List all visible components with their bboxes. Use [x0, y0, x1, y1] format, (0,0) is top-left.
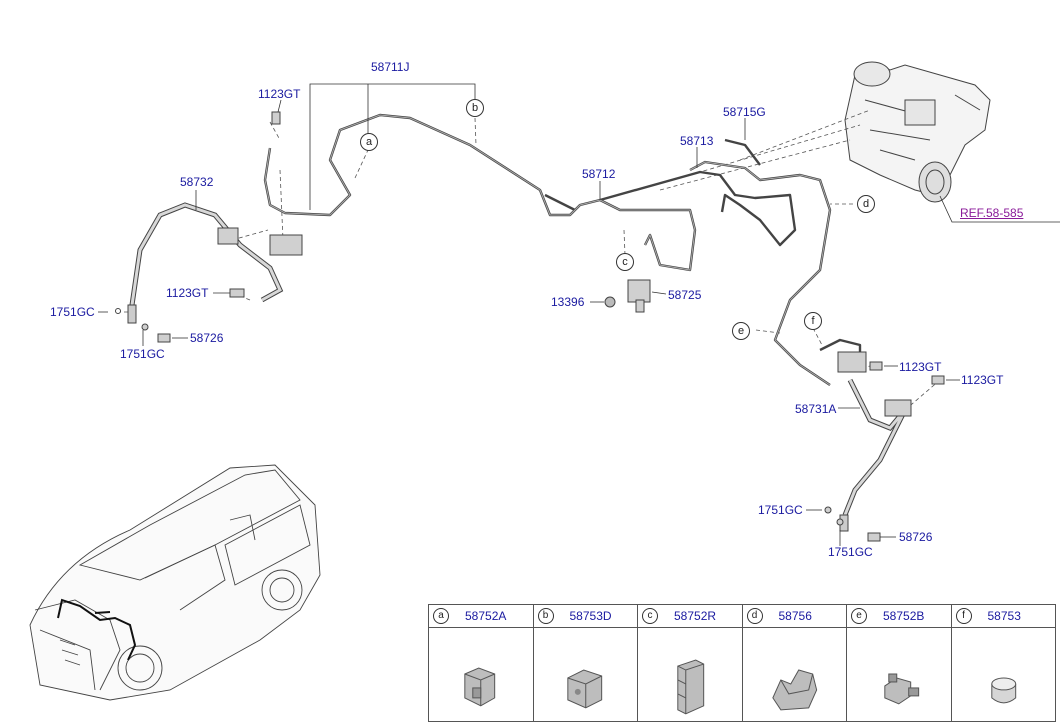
clip-58753-icon — [990, 677, 1016, 704]
clip-tag-d: d — [857, 195, 875, 213]
clip-legend-table: a 58752A b 58753D c 58752R d 58756 e 58752B — [428, 604, 1056, 722]
clip-58752B-icon — [884, 673, 920, 705]
callout-58732: 58732 — [180, 175, 214, 189]
callout-58713: 58713 — [680, 134, 714, 148]
reference-link-58-585[interactable]: REF.58-585 — [960, 206, 1024, 220]
legend-cell-c: c 58752R — [638, 605, 743, 721]
callout-1123GT-right-2: 1123GT — [961, 373, 1004, 387]
callout-leaders — [98, 83, 1060, 546]
legend-part-e: 58752B — [883, 609, 925, 623]
clip-tag-e: e — [732, 322, 750, 340]
clip-tag-c: c — [616, 253, 634, 271]
vehicle-location-illustration — [29, 464, 321, 701]
right-brake-hose — [837, 351, 912, 532]
callout-13396: 13396 — [551, 295, 585, 309]
legend-tag-d: d — [746, 608, 763, 624]
legend-tag-a: a — [433, 608, 449, 624]
callout-1123GT-right-1: 1123GT — [899, 360, 942, 374]
legend-part-c: 58752R — [674, 609, 717, 623]
callout-58725: 58725 — [668, 288, 702, 302]
clip-58756-icon — [771, 669, 817, 711]
callout-1123GT-left: 1123GT — [166, 286, 209, 300]
callout-58731A: 58731A — [795, 402, 837, 416]
clip-tag-a: a — [360, 133, 378, 151]
leader-lines — [118, 109, 941, 411]
legend-cell-d: d 58756 — [742, 605, 847, 721]
brake-junction-block — [604, 279, 651, 313]
callout-58711J: 58711J — [371, 60, 410, 74]
callout-1751GC-right-1: 1751GC — [758, 503, 803, 517]
callout-1751GC-left-2: 1751GC — [120, 347, 165, 361]
clip-58752A-icon — [464, 667, 496, 707]
callout-58726-left: 58726 — [190, 331, 224, 345]
legend-tag-f: f — [955, 608, 972, 624]
callout-58712: 58712 — [582, 167, 616, 181]
clip-58753D-icon — [566, 669, 602, 709]
legend-cell-f: f 58753 — [951, 605, 1055, 721]
callout-1751GC-right-2: 1751GC — [828, 545, 873, 559]
left-brake-hose — [127, 202, 303, 324]
bolts — [115, 111, 945, 542]
legend-tag-b: b — [537, 608, 554, 624]
clip-tag-b: b — [466, 99, 484, 117]
legend-cell-e: e 58752B — [847, 605, 952, 721]
legend-tag-c: c — [642, 608, 658, 624]
legend-tag-e: e — [851, 608, 867, 624]
clip-tag-f: f — [804, 312, 822, 330]
callout-58715G: 58715G — [723, 105, 766, 119]
callout-1751GC-left-1: 1751GC — [50, 305, 95, 319]
legend-cell-b: b 58753D — [533, 605, 638, 721]
legend-part-f: 58753 — [987, 609, 1021, 623]
legend-cell-a: a 58752A — [429, 605, 534, 721]
master-cylinder-assembly — [844, 61, 991, 203]
legend-part-d: 58756 — [778, 609, 812, 623]
callout-58726-right: 58726 — [899, 530, 933, 544]
clip-58752R-icon — [677, 659, 705, 715]
legend-part-a: 58752A — [465, 609, 507, 623]
legend-part-b: 58753D — [569, 609, 612, 623]
brake-pipes — [263, 113, 862, 386]
callout-1123GT-top: 1123GT — [258, 87, 301, 101]
vehicle-brake-lines-highlight — [57, 598, 137, 661]
